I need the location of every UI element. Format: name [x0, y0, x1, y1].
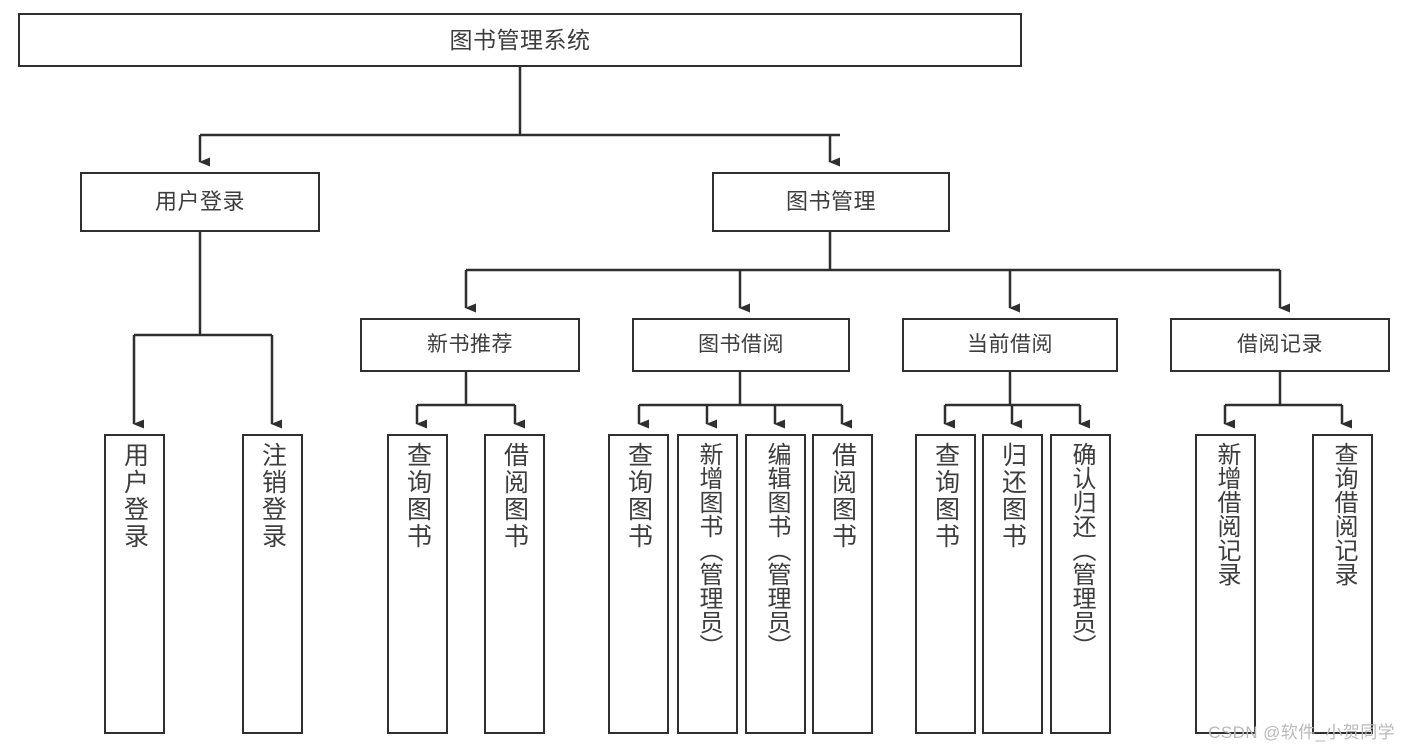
watermark-text: CSDN @软件_小贺同学	[1208, 723, 1395, 742]
node-label: 归还图书	[998, 442, 1027, 550]
node-label: 注销登录	[258, 442, 287, 550]
node-label: 查询借阅记录	[1329, 442, 1357, 586]
leaf-user-logout[interactable]: 注销登录	[242, 434, 303, 734]
leaf-query-book-3[interactable]: 查询图书	[915, 434, 976, 734]
leaf-user-login[interactable]: 用户登录	[104, 434, 165, 734]
leaf-query-record[interactable]: 查询借阅记录	[1312, 434, 1373, 734]
node-label: 借阅记录	[1237, 332, 1323, 356]
node-label: 借阅图书	[500, 442, 529, 550]
node-label: 新增借阅记录	[1212, 442, 1240, 586]
leaf-query-book-2[interactable]: 查询图书	[608, 434, 669, 734]
node-label: 新书推荐	[427, 332, 513, 356]
node-book-manage[interactable]: 图书管理	[712, 172, 950, 232]
node-borrow-record[interactable]: 借阅记录	[1170, 318, 1390, 372]
node-label: 用户登录	[154, 189, 245, 215]
leaf-borrow-book-2[interactable]: 借阅图书	[812, 434, 873, 734]
leaf-add-book[interactable]: 新增图书（管理员）	[677, 434, 738, 734]
leaf-query-book-1[interactable]: 查询图书	[387, 434, 448, 734]
leaf-borrow-book-1[interactable]: 借阅图书	[484, 434, 545, 734]
node-label: 用户登录	[120, 442, 149, 550]
leaf-confirm-return[interactable]: 确认归还（管理员）	[1050, 434, 1111, 734]
node-label: 图书管理	[785, 189, 876, 215]
leaf-return-book[interactable]: 归还图书	[982, 434, 1043, 734]
node-book-borrow[interactable]: 图书借阅	[632, 318, 850, 372]
node-label: 图书管理系统	[449, 26, 591, 53]
node-label: 查询图书	[403, 442, 432, 550]
node-label: 确认归还（管理员）	[1067, 442, 1095, 658]
node-label: 图书借阅	[698, 332, 784, 356]
node-label: 查询图书	[931, 442, 960, 550]
node-label: 查询图书	[624, 442, 653, 550]
node-user-login[interactable]: 用户登录	[80, 172, 320, 232]
leaf-add-record[interactable]: 新增借阅记录	[1195, 434, 1256, 734]
node-root-system[interactable]: 图书管理系统	[18, 13, 1022, 67]
leaf-edit-book[interactable]: 编辑图书（管理员）	[745, 434, 806, 734]
node-label: 当前借阅	[967, 332, 1053, 356]
node-label: 编辑图书（管理员）	[762, 442, 790, 658]
node-label: 借阅图书	[828, 442, 857, 550]
node-current-borrow[interactable]: 当前借阅	[902, 318, 1118, 372]
node-label: 新增图书（管理员）	[694, 442, 722, 658]
node-new-book-recommend[interactable]: 新书推荐	[360, 318, 580, 372]
